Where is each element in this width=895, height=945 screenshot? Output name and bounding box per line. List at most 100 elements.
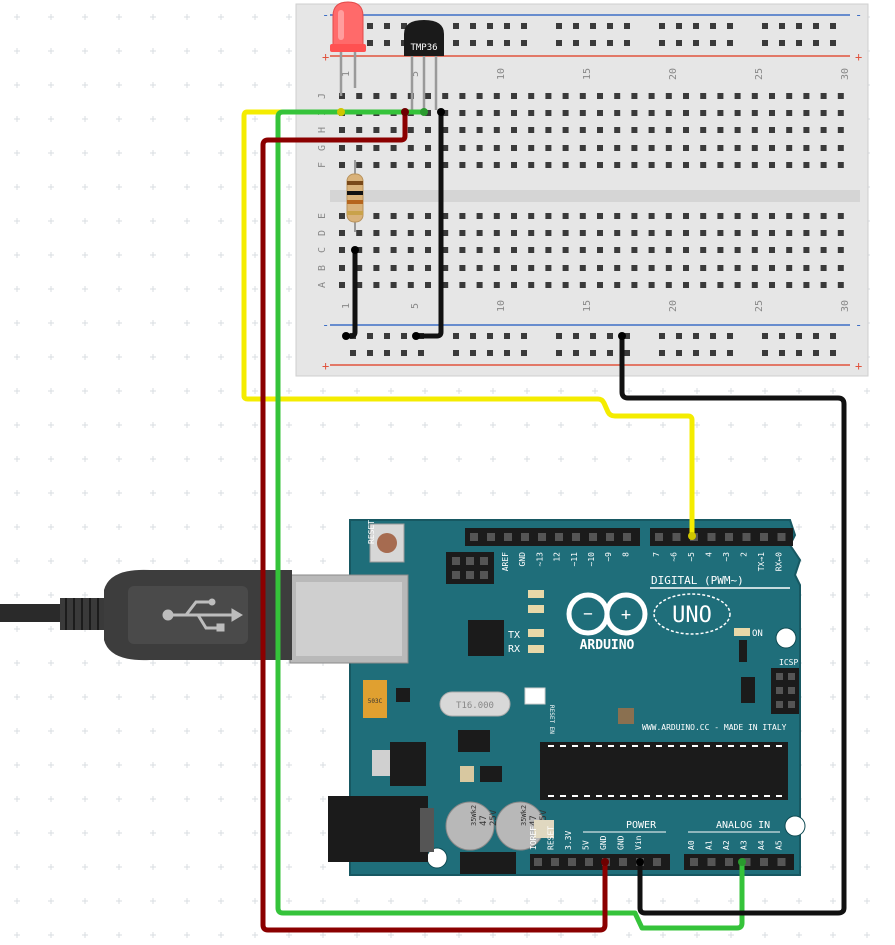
breadboard-hole[interactable] [562, 93, 569, 99]
breadboard-hole[interactable] [751, 282, 758, 288]
rail-hole[interactable] [556, 40, 562, 46]
rail-hole[interactable] [710, 350, 716, 356]
breadboard-hole[interactable] [820, 247, 827, 253]
breadboard-hole[interactable] [511, 282, 517, 288]
breadboard-hole[interactable] [528, 127, 535, 133]
breadboard-hole[interactable] [717, 230, 724, 236]
breadboard-hole[interactable] [407, 162, 414, 168]
breadboard-hole[interactable] [562, 230, 569, 236]
rail-hole[interactable] [453, 40, 459, 46]
breadboard-hole[interactable] [700, 127, 707, 133]
rail-hole[interactable] [573, 333, 579, 339]
breadboard-hole[interactable] [579, 110, 586, 116]
analog-pin-hole[interactable] [707, 858, 716, 866]
breadboard-hole[interactable] [407, 213, 414, 219]
breadboard-hole[interactable] [837, 110, 844, 116]
breadboard-hole[interactable] [459, 127, 466, 133]
breadboard-hole[interactable] [493, 162, 500, 168]
breadboard-hole[interactable] [837, 162, 844, 168]
rail-hole[interactable] [367, 350, 373, 356]
breadboard-hole[interactable] [339, 230, 345, 236]
breadboard-hole[interactable] [442, 265, 449, 271]
breadboard-hole[interactable] [769, 282, 775, 288]
breadboard-hole[interactable] [614, 93, 621, 99]
power-pin-hole[interactable] [534, 858, 542, 866]
breadboard-hole[interactable] [545, 213, 552, 219]
breadboard-hole[interactable] [597, 110, 603, 116]
rail-hole[interactable] [710, 23, 716, 29]
breadboard-hole[interactable] [769, 93, 775, 99]
breadboard-hole[interactable] [837, 265, 844, 271]
rail-hole[interactable] [796, 350, 802, 356]
breadboard-hole[interactable] [820, 127, 827, 133]
rail-hole[interactable] [384, 23, 390, 29]
breadboard-hole[interactable] [665, 127, 672, 133]
breadboard-hole[interactable] [545, 162, 552, 168]
breadboard-hole[interactable] [459, 110, 466, 116]
breadboard-hole[interactable] [648, 127, 655, 133]
breadboard-hole[interactable] [734, 247, 741, 253]
breadboard-hole[interactable] [476, 127, 483, 133]
breadboard-hole[interactable] [803, 265, 810, 271]
breadboard-hole[interactable] [511, 127, 517, 133]
breadboard-hole[interactable] [769, 213, 775, 219]
breadboard-hole[interactable] [683, 282, 689, 288]
breadboard-hole[interactable] [373, 93, 380, 99]
rail-hole[interactable] [796, 23, 802, 29]
breadboard-hole[interactable] [511, 93, 517, 99]
breadboard-hole[interactable] [511, 145, 517, 151]
breadboard-hole[interactable] [734, 162, 741, 168]
breadboard-hole[interactable] [769, 145, 775, 151]
rail-hole[interactable] [487, 350, 493, 356]
breadboard-hole[interactable] [820, 162, 827, 168]
rail-hole[interactable] [624, 333, 630, 339]
tmp36-sensor[interactable]: TMP36 [404, 20, 444, 110]
rail-hole[interactable] [384, 40, 390, 46]
breadboard-hole[interactable] [717, 247, 724, 253]
digital-pin-hole[interactable] [760, 533, 768, 541]
breadboard-hole[interactable] [562, 265, 569, 271]
breadboard-hole[interactable] [528, 282, 535, 288]
rail-hole[interactable] [470, 23, 476, 29]
breadboard-hole[interactable] [597, 127, 603, 133]
breadboard-hole[interactable] [390, 93, 397, 99]
breadboard-hole[interactable] [631, 93, 638, 99]
rail-hole[interactable] [384, 350, 390, 356]
breadboard-hole[interactable] [665, 213, 672, 219]
rail-hole[interactable] [504, 350, 510, 356]
rail-hole[interactable] [590, 333, 596, 339]
breadboard-hole[interactable] [459, 265, 466, 271]
breadboard-hole[interactable] [786, 247, 793, 253]
breadboard-hole[interactable] [407, 127, 414, 133]
rail-hole[interactable] [470, 350, 476, 356]
breadboard-hole[interactable] [786, 265, 793, 271]
breadboard-hole[interactable] [459, 93, 466, 99]
breadboard-hole[interactable] [820, 265, 827, 271]
breadboard-hole[interactable] [528, 162, 535, 168]
breadboard-hole[interactable] [734, 265, 741, 271]
breadboard-hole[interactable] [545, 247, 552, 253]
digital-pin-hole[interactable] [470, 533, 478, 541]
breadboard-hole[interactable] [597, 247, 603, 253]
breadboard-hole[interactable] [631, 282, 638, 288]
breadboard-hole[interactable] [339, 213, 345, 219]
rail-hole[interactable] [573, 23, 579, 29]
rail-hole[interactable] [556, 23, 562, 29]
breadboard-hole[interactable] [717, 145, 724, 151]
breadboard-hole[interactable] [425, 247, 431, 253]
rail-hole[interactable] [727, 350, 733, 356]
breadboard-hole[interactable] [493, 282, 500, 288]
breadboard-hole[interactable] [579, 93, 586, 99]
reset-button[interactable] [369, 523, 405, 563]
rail-hole[interactable] [624, 350, 630, 356]
breadboard-hole[interactable] [786, 127, 793, 133]
breadboard-hole[interactable] [597, 145, 603, 151]
breadboard-hole[interactable] [425, 265, 431, 271]
digital-pin-hole[interactable] [555, 533, 563, 541]
rail-hole[interactable] [504, 333, 510, 339]
breadboard-hole[interactable] [665, 230, 672, 236]
breadboard-hole[interactable] [373, 282, 380, 288]
breadboard-hole[interactable] [493, 145, 500, 151]
digital-pin-hole[interactable] [589, 533, 597, 541]
breadboard-hole[interactable] [631, 247, 638, 253]
